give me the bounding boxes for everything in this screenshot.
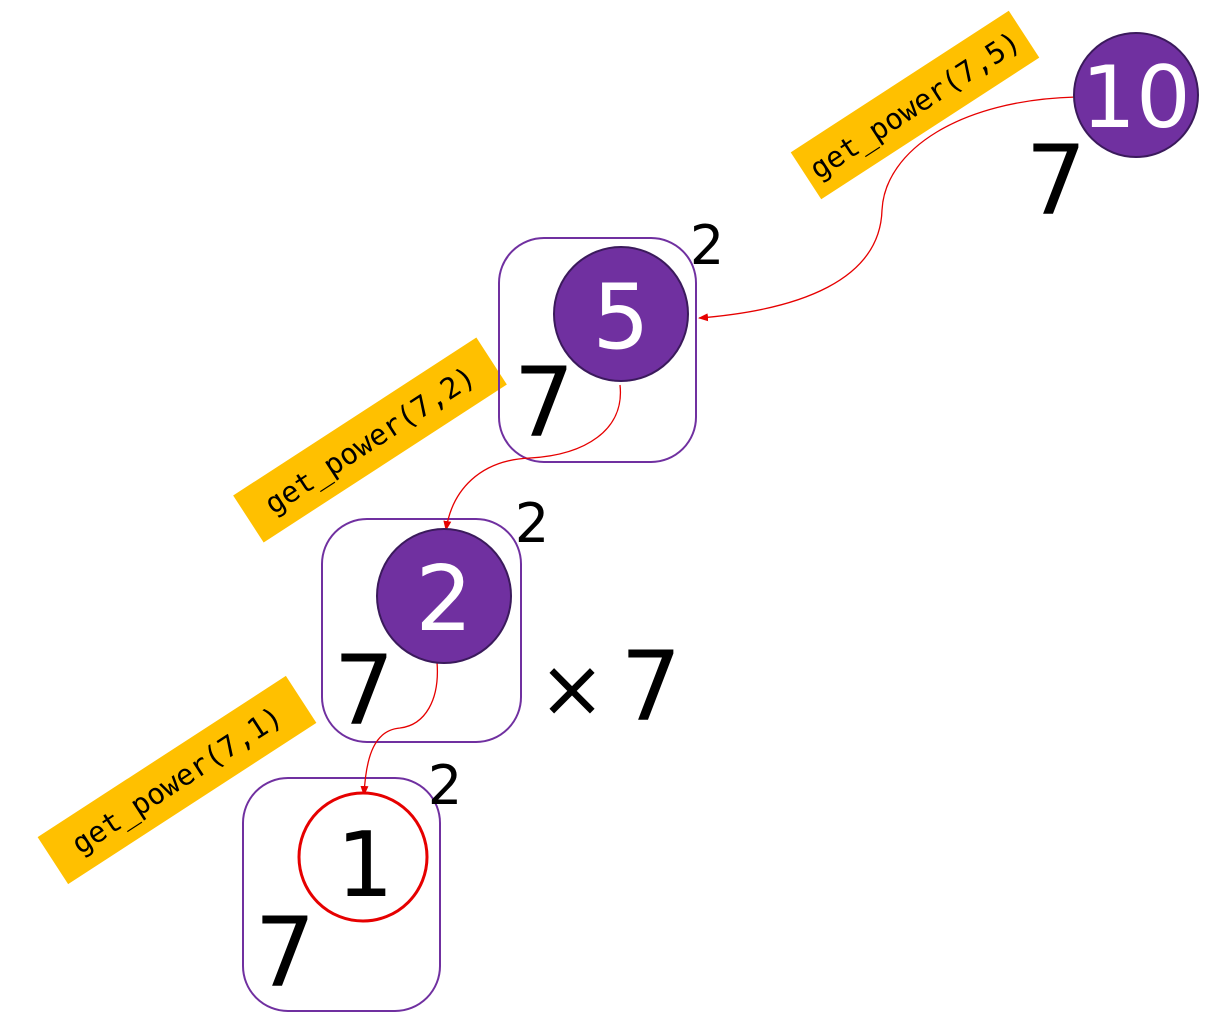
call-label-background — [233, 337, 507, 543]
call-arrow-2 — [443, 384, 622, 531]
call-arrow-5 — [698, 96, 1077, 322]
multiplier-value: 7 — [620, 631, 681, 743]
base-value: 7 — [333, 635, 394, 747]
base-case-circle — [297, 791, 429, 923]
base-value: 7 — [513, 347, 574, 459]
exponent-value: 10 — [1081, 48, 1190, 148]
call-label-text: get_power(7,1) — [65, 699, 289, 861]
call-label-background — [37, 675, 317, 885]
exponent-circle — [553, 246, 689, 382]
exponent-value: 5 — [592, 265, 649, 370]
frame-power-2 — [321, 518, 522, 743]
exponent-value: 2 — [415, 547, 472, 652]
exponent-circle — [376, 528, 512, 664]
call-label-text: get_power(7,5) — [803, 24, 1027, 186]
node-exponent-1: 1 7 2 — [254, 754, 462, 1009]
call-label-text: get_power(7,2) — [258, 359, 482, 521]
call-arrow-1 — [360, 661, 439, 796]
call-label-background — [790, 10, 1040, 200]
base-value: 7 — [254, 897, 315, 1009]
power-value: 2 — [690, 214, 724, 277]
base-value: 7 — [1025, 125, 1086, 237]
exponent-circle — [1073, 32, 1199, 158]
node-exponent-2: 2 7 2 × 7 — [333, 492, 681, 747]
exponent-value: 1 — [336, 813, 393, 918]
power-value: 2 — [428, 754, 462, 817]
node-exponent-5: 5 7 2 — [513, 214, 724, 459]
frame-power-1 — [242, 777, 441, 1012]
frame-power-5 — [498, 237, 697, 463]
power-value: 2 — [515, 492, 549, 555]
node-exponent-10: 10 7 — [1025, 32, 1199, 237]
call-label-get-power-7-5: get_power(7,5) — [790, 10, 1040, 200]
times-symbol: × — [538, 642, 605, 735]
call-label-get-power-7-2: get_power(7,2) — [233, 337, 507, 543]
